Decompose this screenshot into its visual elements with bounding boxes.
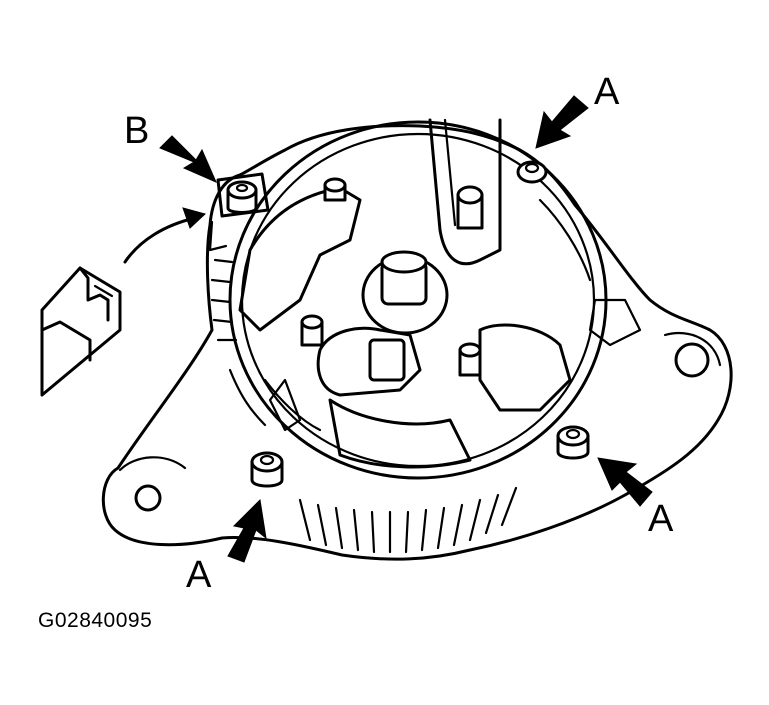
callout-a-bottom-left: A <box>186 554 212 596</box>
pointer-arrow-a-top-right <box>535 95 589 149</box>
terminal-studs <box>300 177 484 382</box>
pointer-arrow-a-bottom-left <box>227 498 267 563</box>
mounting-nut-bottom-left <box>250 451 284 488</box>
detached-bracket <box>40 266 122 397</box>
cooling-fins <box>210 258 518 554</box>
callout-a-top-right: A <box>594 71 620 113</box>
mounting-nut-bottom-right <box>556 425 590 460</box>
rectifier-assembly <box>228 118 642 469</box>
pointer-arrow-b <box>159 135 217 183</box>
terminal-nut-b <box>208 172 270 252</box>
install-direction-arrow <box>123 207 206 264</box>
mounting-nut-top-right <box>516 160 548 184</box>
alternator-housing <box>101 120 733 561</box>
pointer-arrow-a-bottom-right <box>597 457 653 507</box>
rotor-shaft <box>361 250 449 335</box>
figure-id: G02840095 <box>38 609 153 632</box>
callout-b: B <box>124 110 150 152</box>
callout-a-bottom-right: A <box>648 498 674 540</box>
